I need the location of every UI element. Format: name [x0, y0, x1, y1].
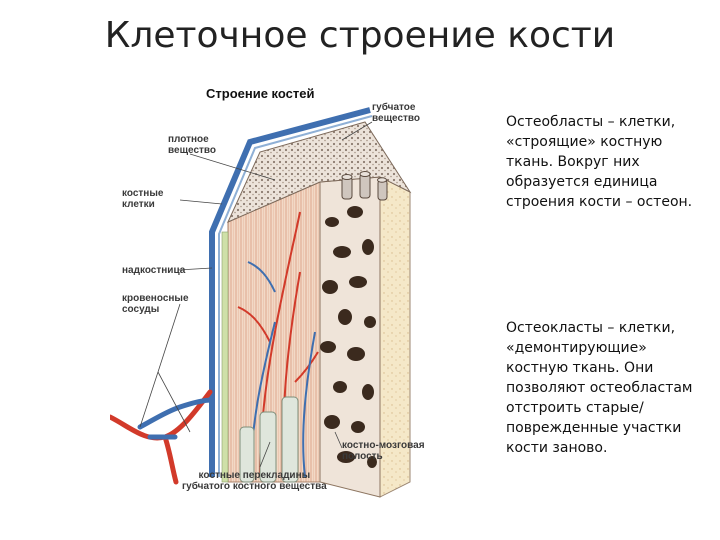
external-blood-vessels: [110, 392, 212, 482]
label-periosteum: надкостница: [122, 265, 185, 276]
slide-title: Клеточное строение кости: [0, 14, 720, 58]
label-bone-cells: костные клетки: [122, 188, 163, 210]
label-marrow-cavity: костно-мозговая полость: [342, 440, 425, 462]
osteoblasts-text: Остеобласты – клетки, «строящие» костную…: [506, 112, 706, 212]
osteoclasts-text: Остеокласты – клетки, «демонтирующие» ко…: [506, 318, 706, 458]
figure-title: Строение костей: [206, 86, 314, 101]
bone-illustration: [110, 82, 490, 502]
label-blood-vessels: кровеносные сосуды: [122, 293, 189, 315]
label-trabeculae: костные перекладины губчатого костного в…: [182, 470, 327, 492]
bone-structure-figure: Строение костей губчатое вещество плотно…: [110, 82, 490, 502]
label-compact-substance: плотное вещество: [168, 134, 216, 156]
label-spongy-substance: губчатое вещество: [372, 102, 420, 124]
